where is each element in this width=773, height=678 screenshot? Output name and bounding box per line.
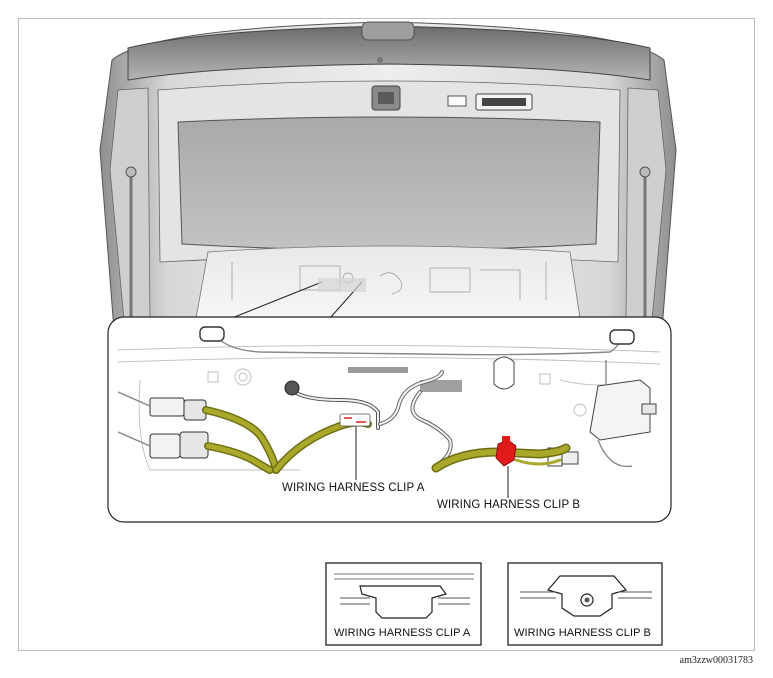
clip-b-box-caption: WIRING HARNESS CLIP B [514, 627, 651, 639]
zoom-detail-panel [107, 316, 672, 523]
figure-id: am3zzw00031783 [679, 655, 753, 666]
liftgate-body [99, 21, 677, 331]
clip-a-box-caption: WIRING HARNESS CLIP A [334, 627, 471, 639]
clip-a-detail-box [325, 562, 482, 646]
wiring-harness-clip-b [495, 436, 517, 467]
wiring-harness-clip-a [339, 413, 371, 427]
clip-b-detail-box [507, 562, 663, 646]
callout-clip-a: WIRING HARNESS CLIP A [282, 482, 425, 494]
callout-clip-b: WIRING HARNESS CLIP B [437, 499, 581, 511]
